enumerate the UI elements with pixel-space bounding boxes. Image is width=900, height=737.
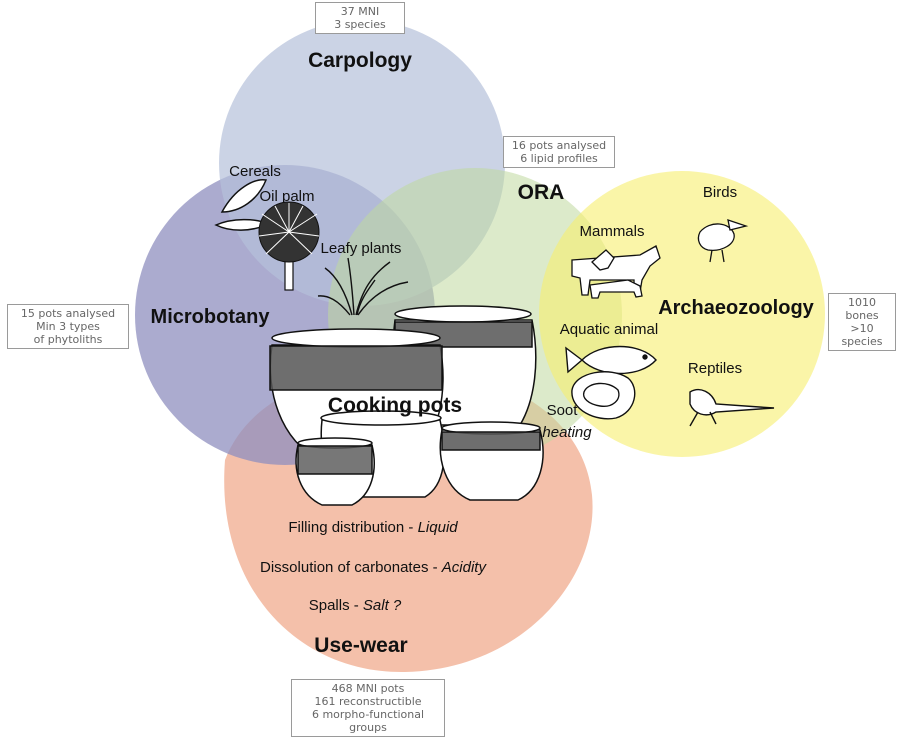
usewear-line-1: Filling distribution - Liquid (288, 519, 458, 536)
shell-icon (571, 371, 636, 420)
leafy-plants-icon (317, 257, 409, 316)
carpology-stat: 37 MNI (340, 5, 380, 18)
oil-palm-label: Oil palm (259, 188, 314, 205)
ora-stat: 6 lipid profiles (520, 152, 598, 165)
microbotany-stat: of phytoliths (33, 333, 103, 346)
ora-stat: 16 pots analysed (511, 139, 607, 152)
archaeozoology-stat: >10 species (841, 322, 883, 348)
soot-label: Soot (547, 402, 579, 419)
ora-stats-box: 16 pots analysed 6 lipid profiles (503, 136, 615, 168)
reptile-icon (689, 388, 775, 427)
mammals-icon (571, 245, 661, 299)
cereals-icon (214, 179, 270, 231)
carpology-stat: 3 species (334, 18, 386, 31)
ora-title: ORA (518, 181, 565, 204)
usewear-line-3: Spalls - Salt ? (309, 597, 402, 614)
aquatic-label: Aquatic animal (560, 321, 658, 338)
birds-label: Birds (703, 184, 737, 201)
oil-palm-icon (258, 201, 320, 291)
soot-sub-label: heating (542, 424, 592, 441)
microbotany-stat: Min 3 types (36, 320, 100, 333)
usewear-title: Use-wear (314, 634, 407, 657)
usewear-stat: 161 reconstructible (314, 695, 422, 708)
mammals-label: Mammals (579, 223, 644, 240)
cooking-pots-illustration (269, 305, 544, 506)
archaeozoology-stats-box: 1010 bones >10 species (828, 293, 896, 351)
microbotany-title: Microbotany (151, 306, 271, 328)
carpology-stats-box: 37 MNI 3 species (315, 2, 405, 34)
fish-icon (565, 345, 657, 375)
carpology-title: Carpology (308, 49, 412, 72)
usewear-stat: 6 morpho-functional groups (311, 708, 425, 734)
usewear-stats-box: 468 MNI pots 161 reconstructible 6 morph… (291, 679, 445, 737)
leafy-plants-label: Leafy plants (321, 240, 402, 257)
archaeozoology-stat: 1010 bones (845, 296, 879, 322)
center-title: Cooking pots (328, 394, 462, 417)
reptiles-label: Reptiles (688, 360, 742, 377)
usewear-line-2: Dissolution of carbonates - Acidity (260, 559, 487, 576)
bird-icon (697, 219, 749, 263)
cereals-label: Cereals (229, 163, 281, 180)
microbotany-stats-box: 15 pots analysed Min 3 types of phytolit… (7, 304, 129, 349)
archaeozoology-title: Archaeozoology (658, 297, 814, 319)
microbotany-stat: 15 pots analysed (20, 307, 116, 320)
usewear-stat: 468 MNI pots (331, 682, 405, 695)
